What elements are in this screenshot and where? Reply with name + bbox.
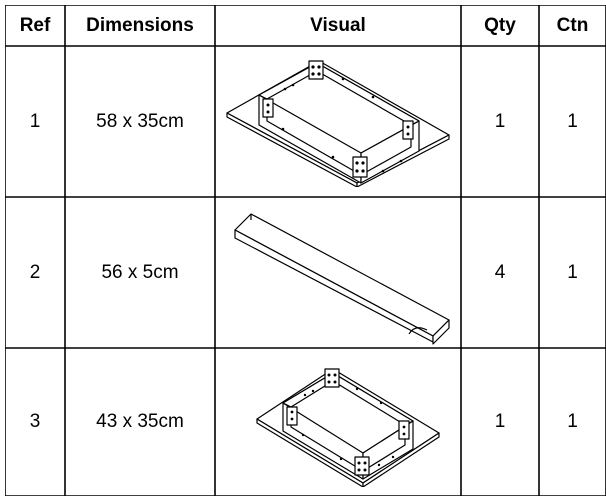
row-3-dimensions: 43 x 35cm (96, 411, 184, 432)
row-3-ref: 3 (29, 411, 41, 432)
square-base-frame-icon (256, 368, 440, 487)
row-2-ctn: 1 (567, 261, 578, 283)
row-3-ctn: 1 (567, 411, 578, 432)
straight-rail-icon (234, 213, 450, 345)
row-1-dimensions: 58 x 35cm (96, 110, 184, 132)
header-dimensions: Dimensions (86, 14, 194, 36)
row-1-ref: 1 (29, 110, 41, 132)
row-1-qty: 1 (494, 110, 506, 132)
header-qty: Qty (484, 14, 516, 36)
table-grid (5, 5, 606, 496)
row-2-qty: 4 (494, 261, 506, 283)
row-2-dimensions: 56 x 5cm (101, 261, 179, 283)
header-ref: Ref (19, 14, 51, 36)
row-1-ctn: 1 (567, 110, 578, 132)
header-visual: Visual (310, 14, 366, 36)
parts-table: Ref Dimensions Visual Qty Ctn 1 58 x 35c… (5, 5, 606, 496)
row-3-qty: 1 (494, 411, 506, 432)
header-ctn: Ctn (556, 14, 589, 36)
row-2-ref: 2 (29, 261, 41, 283)
rectangular-base-frame-icon (226, 60, 450, 187)
